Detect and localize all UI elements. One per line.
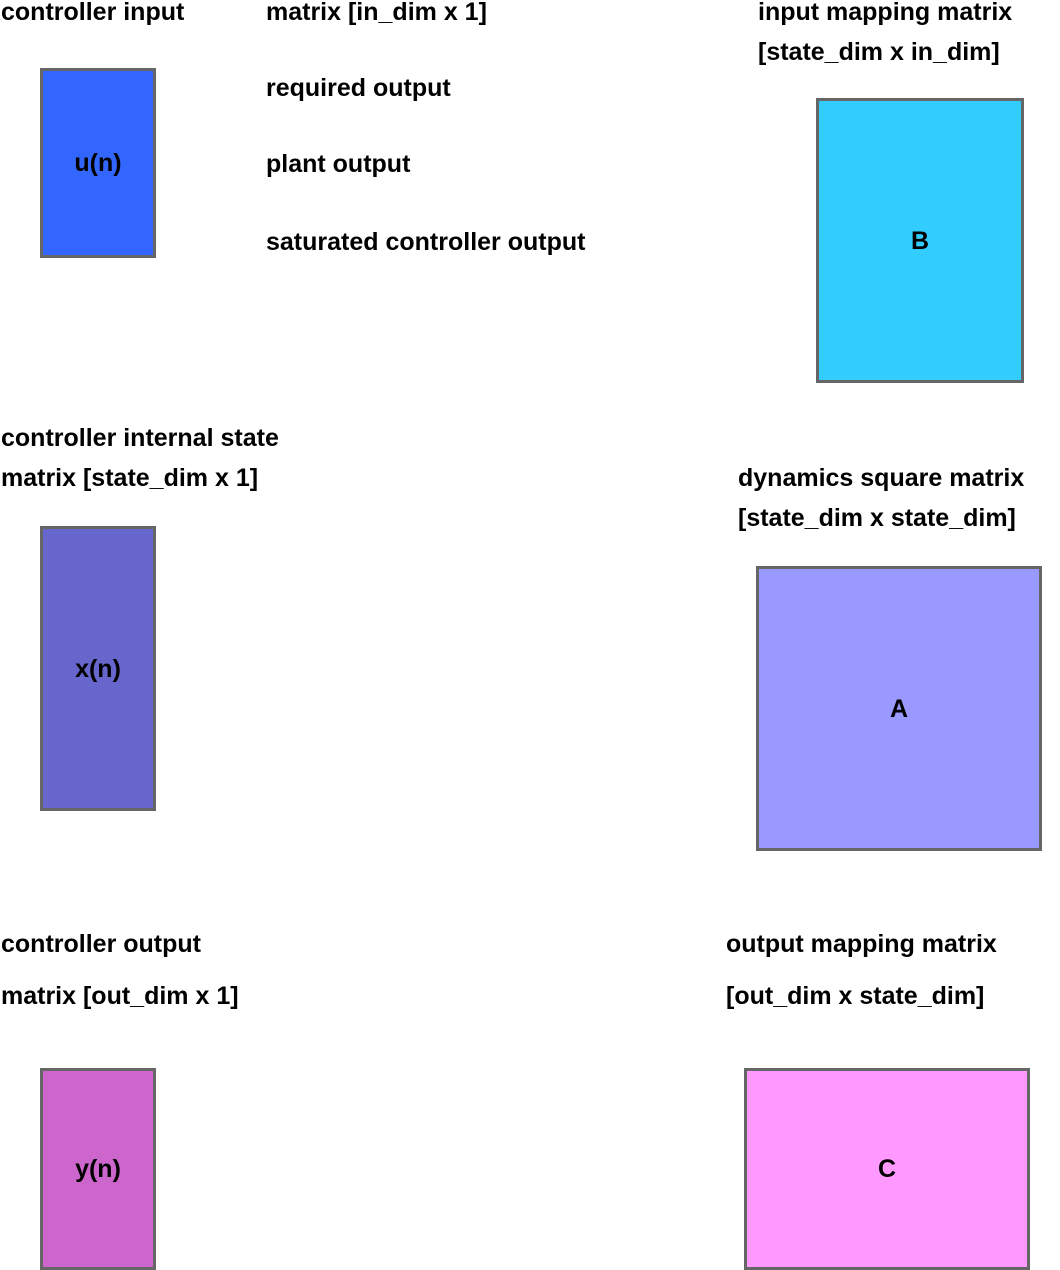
dynamics-dimension-label: [state_dim x state_dim]: [738, 504, 1016, 532]
x-vector-box: x(n): [40, 526, 156, 811]
u-vector-box: u(n): [40, 68, 156, 258]
output-mapping-dimension-label: [out_dim x state_dim]: [726, 982, 985, 1010]
output-mapping-label: output mapping matrix: [726, 930, 997, 958]
controller-state-dimension-label: matrix [state_dim x 1]: [1, 464, 259, 492]
c-matrix-label: C: [877, 1155, 897, 1183]
controller-input-dimension-label: matrix [in_dim x 1]: [266, 0, 487, 26]
a-matrix-box: A: [756, 566, 1042, 851]
y-vector-label: y(n): [75, 1155, 121, 1183]
b-matrix-box: B: [816, 98, 1024, 383]
controller-output-label: controller output: [1, 930, 201, 958]
plant-output-label: plant output: [266, 150, 411, 178]
input-mapping-dimension-label: [state_dim x in_dim]: [758, 38, 1000, 66]
controller-output-dimension-label: matrix [out_dim x 1]: [1, 982, 239, 1010]
c-matrix-box: C: [744, 1068, 1030, 1270]
u-vector-label: u(n): [74, 149, 122, 177]
b-matrix-label: B: [910, 226, 930, 255]
controller-input-label: controller input: [1, 0, 185, 26]
required-output-label: required output: [266, 74, 451, 102]
a-matrix-label: A: [889, 694, 909, 723]
saturated-controller-output-label: saturated controller output: [266, 228, 586, 256]
controller-state-label: controller internal state: [1, 424, 279, 452]
input-mapping-label: input mapping matrix: [758, 0, 1013, 26]
y-vector-box: y(n): [40, 1068, 156, 1270]
x-vector-label: x(n): [75, 654, 121, 683]
dynamics-label: dynamics square matrix: [738, 464, 1025, 492]
